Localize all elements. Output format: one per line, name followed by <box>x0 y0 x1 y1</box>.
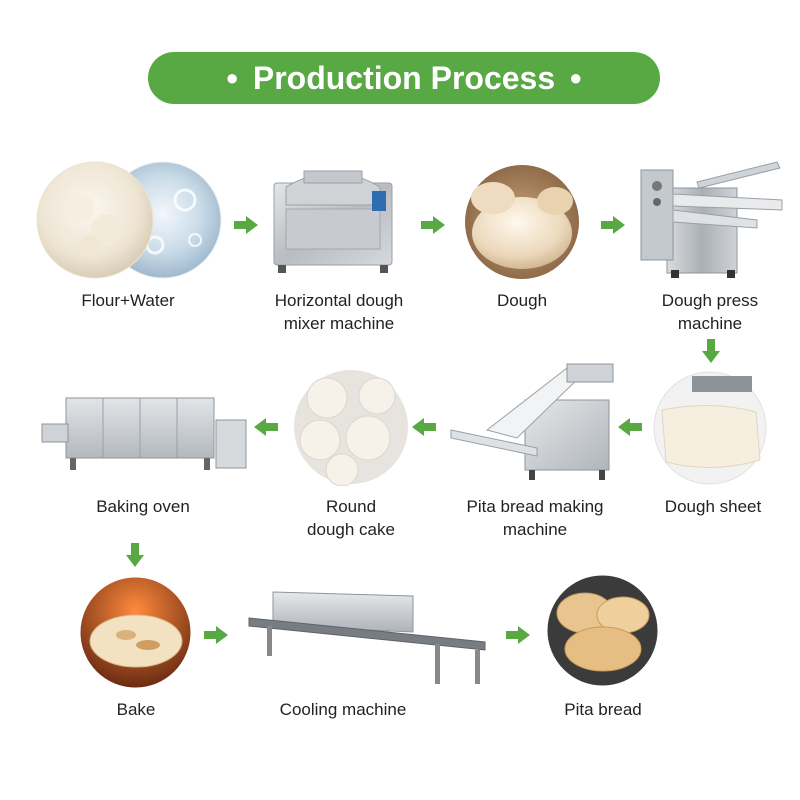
step-label-dough: Dough <box>496 291 548 310</box>
step-label-pita-bread-making-machine: Pita bread making machine <box>466 497 604 539</box>
pita-bread-making-machine-image <box>450 363 614 480</box>
bake-image <box>80 577 191 688</box>
bullet-icon: ● <box>225 65 239 90</box>
bullet-icon: ● <box>569 65 583 90</box>
step-label-baking-oven: Baking oven <box>96 497 190 516</box>
step-label-dough-sheet: Dough sheet <box>664 497 762 516</box>
step-label-bake: Bake <box>116 700 156 719</box>
horizontal-dough-mixer-image <box>273 170 393 273</box>
dough-sheet-image <box>653 371 767 485</box>
pita-bread-image <box>547 575 658 686</box>
dough-press-machine-image <box>640 161 783 278</box>
green-arrow-down-icon <box>702 339 720 363</box>
green-arrow-down-icon <box>126 543 144 567</box>
title-banner: ● Production Process ● <box>148 52 660 104</box>
green-arrow-right-icon <box>421 216 445 234</box>
step-label-horizontal-dough-mixer: Horizontal dough mixer machine <box>274 291 404 333</box>
dough-image <box>465 165 579 279</box>
step-label-pita-bread: Pita bread <box>564 700 642 719</box>
step-label-flour-water: Flour+Water <box>81 291 175 310</box>
step-label-dough-press-machine: Dough press machine <box>661 291 759 333</box>
cooling-machine-image <box>248 591 486 684</box>
step-label-cooling-machine: Cooling machine <box>279 700 407 719</box>
green-arrow-right-icon <box>234 216 258 234</box>
green-arrow-right-icon <box>601 216 625 234</box>
page-title: Production Process <box>252 59 556 96</box>
round-dough-cake-image <box>294 370 408 486</box>
green-arrow-left-icon <box>254 418 278 436</box>
step-label-round-dough-cake: Round dough cake <box>307 497 395 539</box>
baking-oven-image <box>41 397 247 470</box>
green-arrow-right-icon <box>204 626 228 644</box>
green-arrow-left-icon <box>412 418 436 436</box>
green-arrow-left-icon <box>618 418 642 436</box>
green-arrow-right-icon <box>506 626 530 644</box>
flour-water-image <box>36 161 222 279</box>
